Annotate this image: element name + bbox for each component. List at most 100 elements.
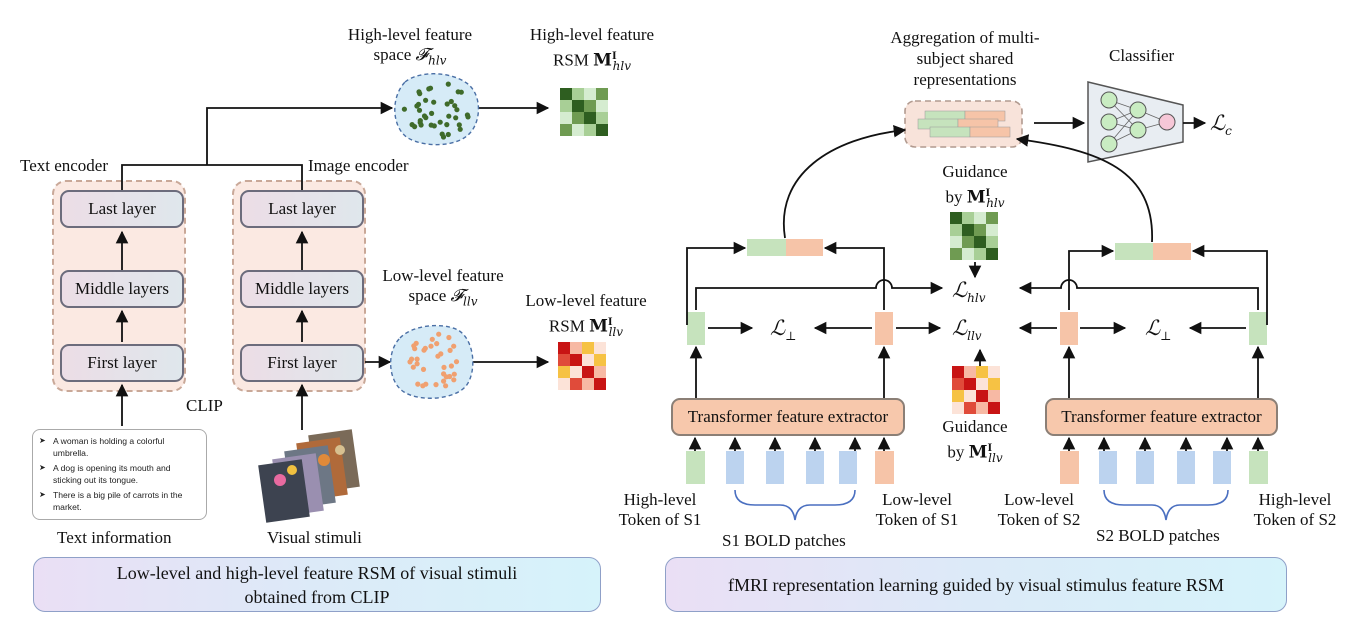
guidance-low-rsm-cell [988,366,1000,378]
right-banner-text: fMRI representation learning guided by v… [728,574,1224,595]
guidance-low-symbol: M [968,442,988,463]
high-level-feature-dot [452,103,458,109]
high-level-feature-dot [456,122,462,128]
high-space-sub: hlv [428,53,447,68]
guidance-high-rsm-cell [962,248,974,260]
low-level-rsm-cell [582,354,594,366]
guidance-high-rsm-cell [986,248,998,260]
s2-low-token-line1: Low-level [1004,490,1074,509]
aggregation-label: Aggregation of multi- subject shared rep… [880,27,1050,90]
low-space-sub: llv [463,294,478,309]
high-level-feature-dot [465,114,471,120]
low-level-feature-dot [446,334,452,341]
low-level-feature-dot [438,351,444,357]
visual-stimuli-label: Visual stimuli [267,528,362,547]
low-level-feature-dot [412,346,418,352]
s2-low-level-token-label: Low-level Token of S2 [984,490,1094,530]
classification-loss: ℒc [1210,113,1232,141]
loss-llv-symbol: ℒ [952,316,968,340]
s2-high-level-token-label: High-level Token of S2 [1240,490,1350,530]
low-level-feature-dot [451,343,457,349]
s1-low-token-line2: Token of S1 [875,510,959,529]
s2-high-token-line2: Token of S2 [1253,510,1337,529]
high-level-rsm-matrix [560,88,608,136]
high-level-rsm-cell [596,112,608,124]
s2-bold-patch [1136,451,1154,484]
high-level-feature-dot [446,113,452,119]
aggregated-token-stack [917,110,1011,138]
text-information-box: A woman is holding a colorful umbrella. … [32,429,207,520]
high-level-feature-dot [416,89,422,95]
loss-perp-s1-sub: ⊥ [785,329,797,344]
low-rsm-prefix: RSM [548,316,585,336]
guidance-high-line1: Guidance [942,162,1008,181]
loss-c-sub: c [1225,124,1232,139]
high-level-rsm-cell [572,100,584,112]
guidance-high-level-rsm-matrix [950,212,998,260]
high-level-rsm-cell [572,88,584,100]
s2-bold-patch [1099,451,1117,484]
s2-patches-brace [1103,489,1229,521]
guidance-low-rsm-cell [988,402,1000,414]
low-level-feature-dot [448,363,454,369]
aggregation-line2: subject shared [916,49,1014,68]
low-level-feature-dot [434,341,440,347]
guidance-low-rsm-cell [952,366,964,378]
aggregation-line1: Aggregation of multi- [890,28,1040,47]
low-level-rsm-cell [570,342,582,354]
high-level-feature-dot [454,107,460,113]
s1-high-level-output-token [687,312,705,345]
low-level-feature-dot [433,382,439,388]
high-rsm-sub: hlv [612,59,632,74]
low-level-rsm-cell [594,366,606,378]
low-level-rsm-cell [582,342,594,354]
low-level-feature-dot [413,340,419,346]
guidance-low-rsm-cell [964,390,976,402]
high-level-feature-dot [453,115,459,121]
guidance-high-rsm-cell [950,212,962,224]
s1-low-level-input-token [875,451,894,484]
high-level-rsm-cell [560,88,572,100]
high-level-feature-dot [444,122,450,128]
left-banner-line1: Low-level and high-level feature RSM of … [116,562,518,583]
high-rsm-sup: I [611,48,617,62]
guidance-low-rsm-cell [964,366,976,378]
high-level-rsm-cell [596,88,608,100]
high-level-feature-dot [431,123,437,129]
high-rsm-prefix: RSM [552,50,589,70]
high-level-feature-dot [455,89,461,95]
guidance-high-rsm-cell [962,236,974,248]
s2-high-token-line1: High-level [1258,490,1332,509]
low-level-feature-dot [447,373,453,380]
low-rsm-sub: llv [608,325,624,340]
s2-bold-patch [1177,451,1195,484]
low-level-rsm-cell [582,378,594,390]
low-level-feature-dot [407,359,413,365]
high-level-feature-dot [414,103,420,109]
high-level-feature-dot [440,134,447,140]
s1-bold-patch [806,451,824,484]
s2-bold-patches-label: S2 BOLD patches [1096,526,1220,545]
low-level-feature-dot [441,378,447,384]
guidance-low-rsm-cell [988,378,1000,390]
s1-patches-brace [734,489,856,521]
low-space-line2: space 𝓕llv [368,286,518,311]
high-level-rsm-label: High-level feature RSM MIhlv [512,25,672,76]
guidance-high-rsm-cell [986,224,998,236]
s1-low-level-token-label: Low-level Token of S1 [862,490,972,530]
low-level-feature-dot [429,336,435,342]
s2-bold-patches [1099,451,1231,484]
guidance-low-line2: by MIllv [920,437,1030,468]
s2-low-level-output-token [1060,312,1078,345]
guidance-high-rsm-cell [950,248,962,260]
high-level-feature-dot [429,110,435,116]
guidance-low-rsm-cell [952,402,964,414]
guidance-low-label: Guidance by MIllv [920,417,1030,468]
encoder-arrows [115,101,550,430]
s1-bold-patch [726,451,744,484]
guidance-high-rsm-cell [962,224,974,236]
high-space-symbol: 𝓕 [415,45,429,65]
right-caption-banner: fMRI representation learning guided by v… [665,557,1287,612]
guidance-high-rsm-cell [986,236,998,248]
guidance-high-prefix: by [945,187,963,207]
